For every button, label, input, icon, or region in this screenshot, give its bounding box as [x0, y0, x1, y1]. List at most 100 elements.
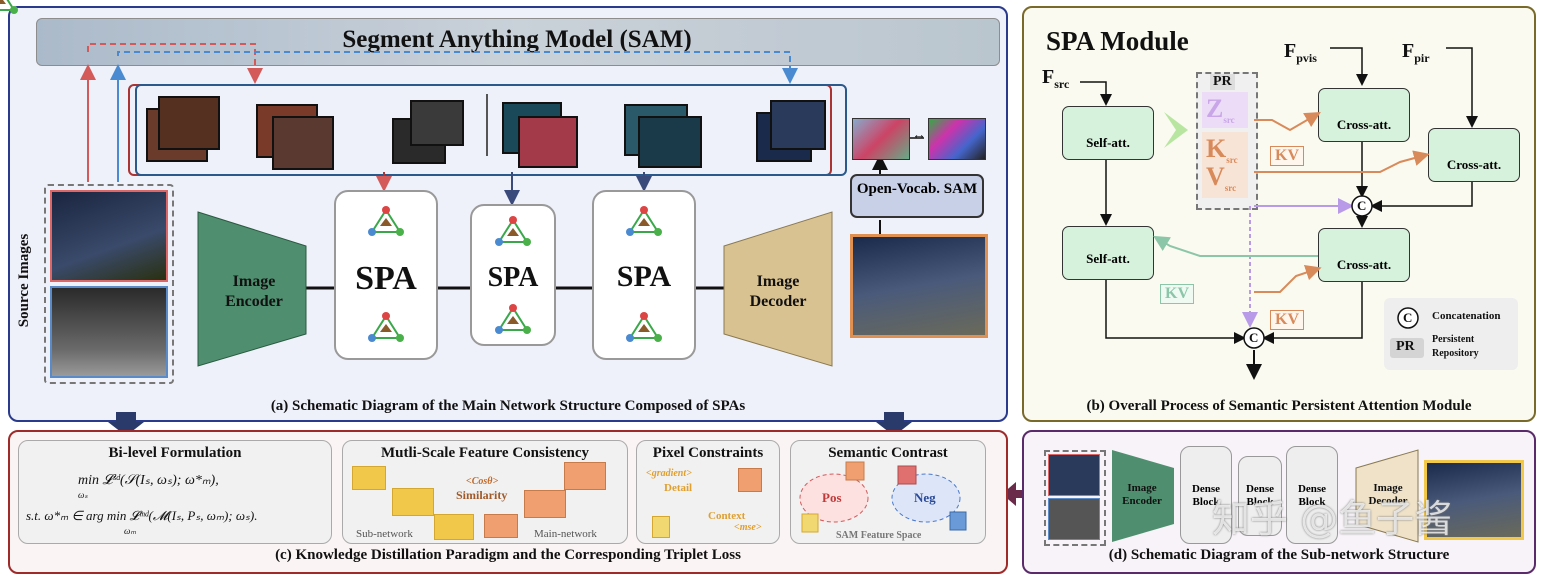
- cross-att-2: Cross-att.: [1428, 128, 1520, 182]
- f-pvis-label: Fpvis: [1284, 40, 1317, 65]
- feature-map-vis-6: [770, 100, 826, 150]
- bilevel-line2: s.t. ω*ₘ ∈ arg min 𝓛ᵐᵈ(𝓜(Iₛ, Pₛ, ωₘ); ωₛ…: [26, 508, 258, 523]
- pixel-constraints-title: Pixel Constraints: [652, 445, 764, 461]
- sub-decoder-shape: [1355, 449, 1419, 543]
- z-src-cell: [1202, 92, 1248, 128]
- segmentation-output-2: [928, 118, 986, 160]
- sub-encoder-shape: [1112, 450, 1174, 542]
- panel-a-caption: (a) Schematic Diagram of the Main Networ…: [270, 398, 746, 414]
- kv-label-3: KV: [1270, 310, 1304, 330]
- fused-output-image: [850, 234, 988, 338]
- mse-label: <mse>: [734, 522, 762, 533]
- self-att-2: Self-att.: [1062, 226, 1154, 280]
- sub-source-infrared: [1048, 498, 1100, 540]
- image-decoder-label: Image Decoder: [749, 273, 807, 310]
- pixel-thumb-2: [652, 516, 670, 538]
- cos-theta: <Cosθ>: [466, 476, 499, 487]
- concat-symbol-2: C: [1249, 330, 1259, 345]
- msfc-sub-feature-3: [434, 514, 474, 540]
- f-pir-label: Fpir: [1402, 40, 1430, 65]
- sub-source-visible: [1048, 454, 1100, 496]
- cross-att-3: Cross-att.: [1318, 228, 1410, 282]
- segmentation-output-1: [852, 118, 910, 160]
- legend-pr-line1: Persistent: [1432, 334, 1475, 345]
- legend-concat-label: Concatenation: [1432, 310, 1501, 322]
- dense-block-3: Dense Block: [1286, 446, 1338, 544]
- neg-label: Neg: [914, 490, 936, 505]
- main-network-label: Main-network: [534, 528, 597, 540]
- legend-pr-abbr: PR: [1396, 339, 1415, 354]
- v-src: Vsrc: [1206, 162, 1237, 194]
- msfc-sub-feature-2: [392, 488, 434, 516]
- panel-b-caption: (b) Overall Process of Semantic Persiste…: [1086, 398, 1472, 414]
- bilevel-title: Bi-level Formulation: [108, 445, 242, 461]
- sam-feature-space-label: SAM Feature Space: [836, 530, 922, 541]
- pos-label: Pos: [822, 490, 842, 505]
- f-src-label: Fsrc: [1042, 66, 1070, 91]
- spa-block-3-label: SPA: [616, 260, 672, 293]
- source-image-visible: [50, 190, 168, 282]
- msfc-sub-feature-1: [352, 466, 386, 490]
- semantic-contrast-title: Semantic Contrast: [828, 445, 948, 461]
- bilevel-line1: min 𝓛ˢᵈ(𝒮(Iₛ, ωₛ); ω*ₘ),: [78, 473, 219, 488]
- image-decoder: [723, 211, 833, 367]
- sub-decoder-label: Image Decoder: [1368, 482, 1408, 507]
- kv-label-2: KV: [1160, 284, 1194, 304]
- kv-label-1: KV: [1270, 146, 1304, 166]
- kv-src-cell: [1202, 132, 1248, 198]
- feature-map-ir-6: [410, 100, 464, 146]
- msfc-card: Mutli-Scale Feature Consistency: [342, 440, 628, 544]
- sub-encoder-label: Image Encoder: [1122, 482, 1162, 507]
- source-images-frame: [44, 184, 174, 384]
- msfc-title: Mutli-Scale Feature Consistency: [380, 445, 590, 461]
- k-src: Ksrc: [1206, 134, 1238, 166]
- watermark: 知乎 @鱼子酱: [1212, 497, 1453, 541]
- bidirectional-arrow-icon: ↔: [912, 128, 926, 143]
- spa-block-1-label: SPA: [355, 260, 417, 297]
- legend-concat-symbol: C: [1403, 310, 1413, 325]
- spa-module-title: SPA Module: [1046, 26, 1189, 56]
- dense-block-2: Dense Block: [1238, 456, 1282, 536]
- features-blue-frame: [135, 84, 847, 176]
- cross-att-1: Cross-att.: [1318, 88, 1410, 142]
- msfc-main-feature-2: [524, 490, 566, 518]
- feature-map-ir-4: [272, 116, 334, 170]
- dense-block-1: Dense Block: [1180, 446, 1232, 544]
- sub-output-image: [1424, 460, 1524, 540]
- msfc-main-feature-1: [564, 462, 606, 490]
- detail-label: Detail: [664, 482, 693, 494]
- feature-map-ir-2: [158, 96, 220, 150]
- sam-title: Segment Anything Model (SAM): [342, 26, 692, 53]
- msfc-main-feature-3: [484, 514, 518, 538]
- bilevel-line1-sub: ωₛ: [78, 490, 88, 500]
- pr-label: PR: [1210, 74, 1235, 90]
- pixel-thumb-1: [738, 468, 762, 492]
- feature-separator: [486, 94, 488, 156]
- panel-d-caption: (d) Schematic Diagram of the Sub-network…: [1108, 547, 1450, 563]
- feature-map-vis-2: [518, 116, 578, 168]
- panel-c-caption: (c) Knowledge Distillation Paradigm and …: [275, 547, 741, 563]
- sub-network-label: Sub-network: [356, 528, 413, 540]
- open-vocab-sam-label: Open-Vocab. SAM: [856, 181, 978, 197]
- similarity-label: Similarity: [456, 488, 508, 502]
- concat-symbol-1: C: [1357, 198, 1367, 213]
- spa-block-2-label: SPA: [487, 262, 539, 293]
- context-label: Context: [708, 510, 746, 522]
- sub-source-frame: [1044, 450, 1106, 546]
- bilevel-line2-sub: ωₘ: [124, 526, 136, 536]
- image-encoder-label: Image Encoder: [225, 273, 283, 310]
- sam-banner: [36, 18, 1000, 66]
- open-vocab-sam-box: Open-Vocab. SAM: [850, 174, 984, 218]
- gradient-label: <gradient>: [646, 468, 692, 479]
- feature-map-vis-4: [638, 116, 702, 168]
- legend-pr-line2: Repository: [1432, 348, 1479, 359]
- image-encoder: [197, 211, 307, 367]
- bilevel-card: Bi-level Formulation: [18, 440, 332, 544]
- source-image-infrared: [50, 286, 168, 378]
- self-att-1: Self-att.: [1062, 106, 1154, 160]
- z-src: Zsrc: [1206, 94, 1235, 126]
